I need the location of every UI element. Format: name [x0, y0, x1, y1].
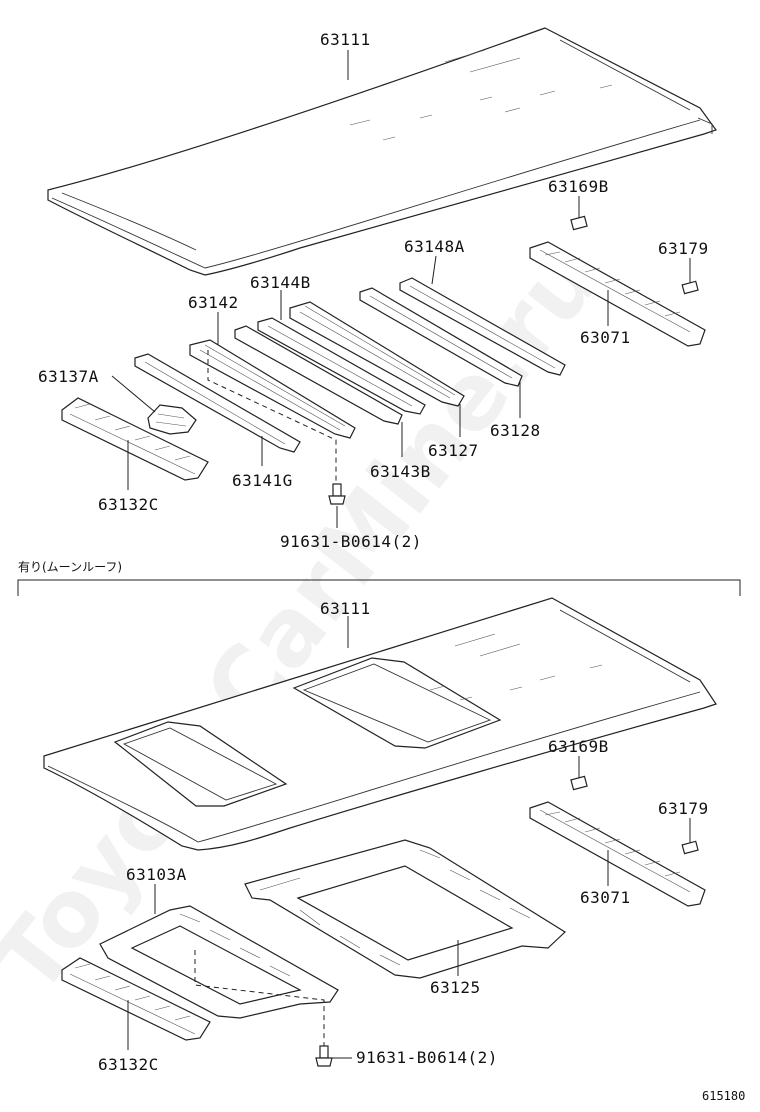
- label-63142: 63142: [188, 293, 239, 312]
- label-63103a: 63103A: [126, 865, 187, 884]
- reinforcement-63125: [244, 839, 566, 979]
- label-63128: 63128: [490, 421, 541, 440]
- label-63127: 63127: [428, 441, 479, 460]
- label-63111-top: 63111: [320, 30, 371, 49]
- label-63132c-top: 63132C: [98, 495, 159, 514]
- front-header-top: [529, 215, 706, 347]
- label-63137a: 63137A: [38, 367, 99, 386]
- label-bolt-bottom: 91631-B0614(2): [356, 1048, 498, 1067]
- label-63169b-top: 63169B: [548, 177, 609, 196]
- bolt-bottom: [315, 1045, 333, 1067]
- rear-header-top: [61, 397, 209, 481]
- front-header-bottom: [529, 775, 706, 907]
- label-63125: 63125: [430, 978, 481, 997]
- section-bracket: [17, 579, 741, 596]
- condition-note: 有り(ムーンルーフ): [18, 560, 122, 574]
- roof-bow-63128: [359, 287, 523, 387]
- leaders-bottom: [127, 616, 691, 1059]
- roof-bow-63143b: [234, 325, 403, 425]
- roof-bow-63142: [189, 339, 356, 439]
- roof-bow-63141g: [134, 353, 301, 453]
- label-63141g: 63141G: [232, 471, 293, 490]
- roof-panel-bottom: [43, 597, 717, 851]
- reinforcement-63103a: [99, 905, 339, 1019]
- leaders-top: [111, 50, 691, 528]
- bottom-section: 有り(ムーンルーフ): [17, 560, 745, 1103]
- label-63132c-bottom: 63132C: [98, 1055, 159, 1074]
- roof-bow-63144b: [257, 317, 426, 415]
- label-63143b: 63143B: [370, 462, 431, 481]
- label-63111-bottom: 63111: [320, 599, 371, 618]
- label-63179-bottom: 63179: [658, 799, 709, 818]
- bracket-63137a: [147, 404, 197, 435]
- label-63071-bottom: 63071: [580, 888, 631, 907]
- label-63179-top: 63179: [658, 239, 709, 258]
- label-63144b: 63144B: [250, 273, 311, 292]
- label-63169b-bottom: 63169B: [548, 737, 609, 756]
- roof-bow-63148a: [399, 277, 566, 376]
- label-bolt-top: 91631-B0614(2): [280, 532, 422, 551]
- bolt-top: [328, 483, 346, 505]
- label-63071-top: 63071: [580, 328, 631, 347]
- label-63148a: 63148A: [404, 237, 465, 256]
- top-section: 63111 63169B 63179 63071 63148A 63144B 6…: [38, 27, 717, 551]
- roof-bow-63127: [289, 301, 465, 407]
- diagram-code: 615180: [702, 1089, 745, 1103]
- rear-header-bottom: [61, 957, 211, 1041]
- roof-panel-top: [47, 27, 717, 276]
